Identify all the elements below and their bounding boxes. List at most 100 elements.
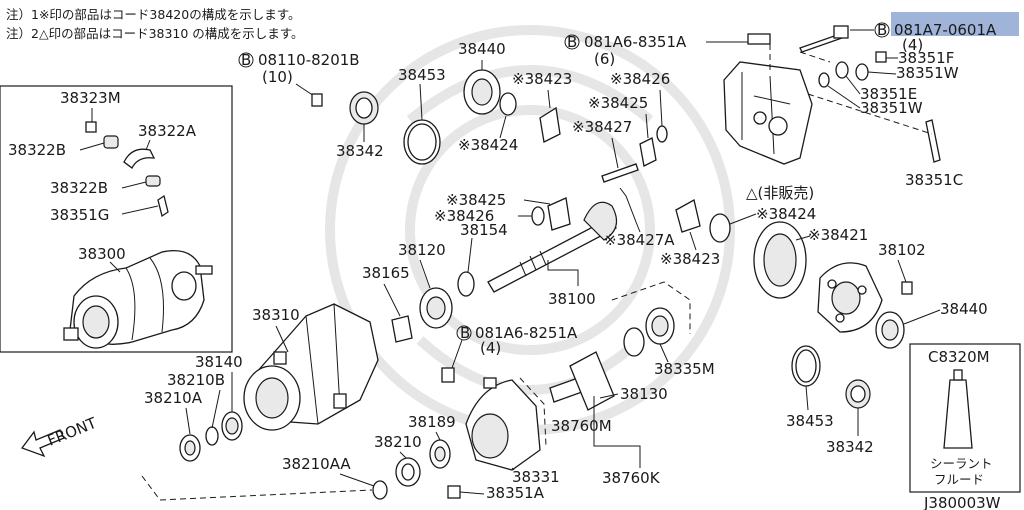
pin-38427A	[619, 187, 641, 233]
callout-38331[interactable]: 38331	[512, 468, 560, 486]
callout-38351A[interactable]: 38351A	[486, 484, 545, 502]
washer-38424-top	[499, 92, 517, 116]
bolt-081A6-8351A	[706, 33, 771, 45]
callout-38100[interactable]: 38100	[548, 290, 596, 308]
callout-38210B[interactable]: 38210B	[167, 371, 225, 389]
bolt-prefix-b-081A7: B	[877, 21, 887, 39]
callout-38427A[interactable]: ※38427A	[604, 231, 675, 249]
gear-38425-top	[639, 137, 657, 167]
front-label: FRONT	[45, 414, 100, 450]
callout-38425-mid[interactable]: ※38425	[446, 191, 506, 209]
long-bolt-081A7	[799, 25, 874, 53]
sealant-label-1: シーラント	[930, 456, 993, 471]
drain-plug-parts	[818, 51, 898, 109]
callout-38210A[interactable]: 38210A	[144, 389, 203, 407]
callout-38322A[interactable]: 38322A	[138, 122, 197, 140]
callout-38427-top[interactable]: ※38427	[572, 118, 632, 136]
callout-38102[interactable]: 38102	[878, 241, 926, 259]
callout-38423-top[interactable]: ※38423	[512, 70, 572, 88]
callout-38424-right[interactable]: ※38424	[756, 205, 816, 223]
callout-081A6-8251A[interactable]: 081A6-8251A	[475, 324, 578, 342]
callout-38351W-lower[interactable]: 38351W	[860, 99, 923, 117]
callout-38760K[interactable]: 38760K	[602, 469, 661, 487]
breather-parts	[79, 108, 169, 218]
callout-38351E[interactable]: 38351E	[860, 85, 917, 103]
callout-38425-top[interactable]: ※38425	[588, 94, 648, 112]
callout-38323M[interactable]: 38323M	[60, 89, 121, 107]
callout-38140[interactable]: 38140	[195, 353, 243, 371]
bearing-38440-top	[463, 60, 501, 115]
washer-38424-right	[709, 213, 731, 243]
callout-C8320M[interactable]: C8320M	[928, 348, 990, 366]
callout-38351C[interactable]: 38351C	[905, 171, 963, 189]
snap-ring-38154	[457, 271, 475, 297]
seal-38189	[429, 431, 451, 469]
diagram-code: J380003W	[923, 494, 1001, 510]
ring-gear-38421	[753, 221, 811, 299]
callout-38165[interactable]: 38165	[362, 264, 410, 282]
callout-38120[interactable]: 38120	[398, 241, 446, 259]
bolt-38351A	[447, 485, 485, 499]
callout-38351W-upper[interactable]: 38351W	[896, 64, 959, 82]
callout-38210AA[interactable]: 38210AA	[282, 455, 351, 473]
note-2: 注）2△印の部品はコード38310 の構成を示します。	[6, 26, 304, 41]
bearings-38335M	[611, 281, 691, 363]
callout-38440-top[interactable]: 38440	[458, 40, 506, 58]
gear-38423-mid	[675, 199, 701, 233]
callout-38351G[interactable]: 38351G	[50, 206, 109, 224]
callout-081A7-0601A[interactable]: 081A7-0601A	[894, 21, 997, 39]
housing-flange	[243, 365, 301, 431]
callout-38322B-upper[interactable]: 38322B	[8, 141, 66, 159]
seal-38342-top	[349, 91, 379, 142]
qty-081A6-8351A: (6)	[594, 50, 615, 68]
qty-081A7: (4)	[902, 36, 923, 54]
qty-08110: (10)	[262, 68, 293, 86]
callout-38342-right[interactable]: 38342	[826, 438, 874, 456]
bolt-prefix-b-08110: B	[241, 51, 251, 69]
qty-081A6-8251A: (4)	[480, 339, 501, 357]
callout-38189[interactable]: 38189	[408, 413, 456, 431]
bearing-38120	[419, 259, 453, 329]
callout-38210[interactable]: 38210	[374, 433, 422, 451]
callout-38154[interactable]: 38154	[460, 221, 508, 239]
diff-case	[817, 262, 883, 333]
callout-38322B-lower[interactable]: 38322B	[50, 179, 108, 197]
callout-38423-mid[interactable]: ※38423	[660, 250, 720, 268]
stud-38351C	[925, 119, 941, 163]
callout-38300[interactable]: 38300	[78, 245, 126, 263]
callout-08110-8201B[interactable]: 08110-8201B	[258, 51, 360, 69]
bolt-prefix-b-081A6-8351A: B	[567, 33, 577, 51]
callout-081A6-8351A[interactable]: 081A6-8351A	[584, 33, 687, 51]
seal-38342-right	[845, 379, 871, 436]
drive-shaft-38100	[487, 201, 618, 293]
callout-38424-top[interactable]: ※38424	[458, 136, 518, 154]
callout-38440-right[interactable]: 38440	[940, 300, 988, 318]
callout-38426-mid[interactable]: ※38426	[434, 207, 494, 225]
callout-38335M[interactable]: 38335M	[654, 360, 715, 378]
highlight-box	[891, 12, 1019, 36]
bolt-prefix-b-081A6-8251A: B	[460, 324, 470, 342]
callout-38426-top[interactable]: ※38426	[610, 70, 670, 88]
callout-38760M[interactable]: 38760M	[551, 417, 612, 435]
callout-38342-top[interactable]: 38342	[336, 142, 384, 160]
callout-38351F[interactable]: 38351F	[898, 49, 954, 67]
callout-38421[interactable]: ※38421	[808, 226, 868, 244]
side-retainer-38331	[465, 377, 547, 471]
note-1: 注）1※印の部品はコード38420の構成を示します。	[6, 7, 300, 22]
callout-38310[interactable]: 38310	[252, 306, 300, 324]
sealant-label-2: フルード	[934, 472, 984, 487]
ring-38210	[395, 451, 421, 487]
axle-flange-38130	[549, 351, 619, 411]
pinion-seal-parts	[179, 372, 243, 462]
callout-38130[interactable]: 38130	[620, 385, 668, 403]
bearing-38440-right	[875, 309, 941, 349]
bolt-08110	[295, 83, 323, 107]
sealant-tube-icon	[943, 369, 973, 449]
assembly-inset-frame	[0, 85, 233, 353]
callout-38453-right[interactable]: 38453	[786, 412, 834, 430]
pin-38427	[601, 163, 639, 183]
washer-38426-top	[656, 125, 668, 143]
callout-38453-top[interactable]: 38453	[398, 66, 446, 84]
front-arrow-icon	[20, 429, 65, 458]
not-sold-note: △(非販売)	[746, 184, 814, 202]
